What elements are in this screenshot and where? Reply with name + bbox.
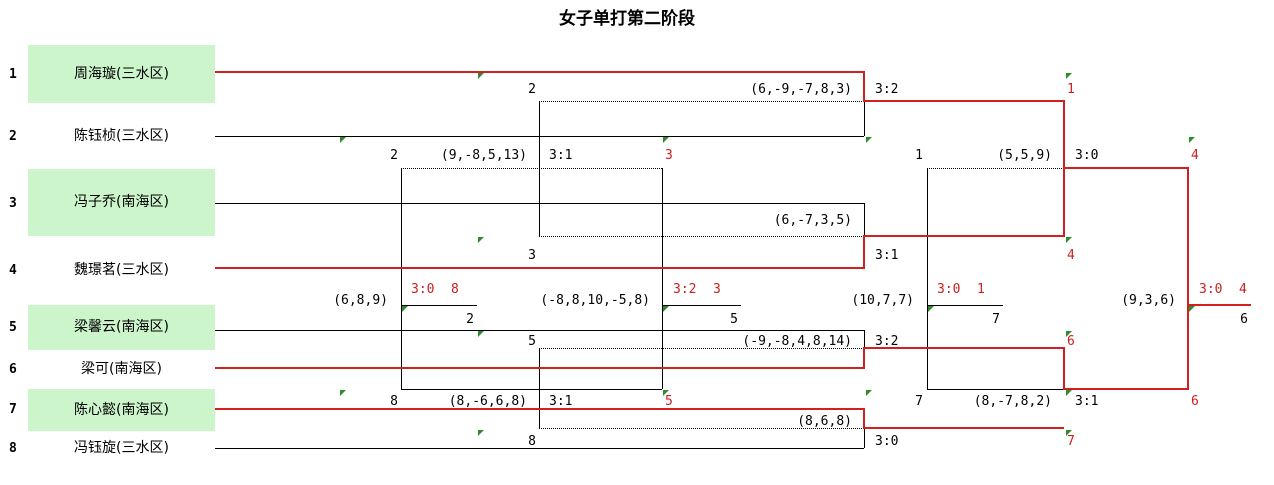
page-title: 女子单打第二阶段: [559, 9, 695, 29]
bracket-label: 3:0: [1075, 148, 1098, 163]
bracket-label: 8: [528, 434, 536, 449]
dotted-lines: [401, 101, 1064, 429]
bracket-label: (6,8,9): [333, 293, 388, 308]
bracket-label: 7: [915, 394, 923, 409]
bracket-label: (9,-8,5,13): [441, 148, 527, 163]
bracket-label: 2: [466, 312, 474, 327]
bracket-label: 6: [1067, 334, 1075, 349]
player-name: 冯子乔(南海区): [28, 169, 215, 236]
bracket-label: (8,-7,8,2): [974, 394, 1052, 409]
bracket-label: 3: [665, 148, 673, 163]
bracket-label: 5: [665, 394, 673, 409]
player-name: 魏璟茗(三水区): [74, 262, 169, 278]
bracket-label: 4: [1239, 282, 1247, 297]
bracket-label: 6: [1191, 394, 1199, 409]
bracket-label: 1: [977, 282, 985, 297]
marker-icons: [340, 73, 1195, 436]
seed-number: 3: [9, 196, 17, 211]
bracket-label: (-8,8,10,-5,8): [540, 293, 650, 308]
bracket-label: 7: [1067, 434, 1075, 449]
bracket-label: 7: [992, 312, 1000, 327]
bracket-label: 3:0: [937, 282, 960, 297]
player-name: 周海璇(三水区): [28, 45, 215, 103]
bracket-label: 2: [390, 148, 398, 163]
bracket-label: 3:2: [875, 334, 898, 349]
seed-number: 6: [9, 362, 17, 377]
bracket-label: 2: [528, 82, 536, 97]
player-name: 梁馨云(南海区): [28, 305, 215, 350]
bracket-label: 3: [713, 282, 721, 297]
seed-number: 7: [9, 402, 17, 417]
bracket-label: 8: [390, 394, 398, 409]
match-labels: 2 (6,-9,-7,8,3) 3:2 1 2 (9,-8,5,13) 3:1 …: [333, 82, 1248, 449]
bracket-label: (10,7,7): [851, 293, 914, 308]
bracket-label: 3:0: [875, 434, 898, 449]
bracket-label: 4: [1191, 148, 1199, 163]
bracket-label: 5: [528, 334, 536, 349]
bracket-label: (6,-9,-7,8,3): [750, 82, 852, 97]
bracket-label: 3:1: [549, 394, 572, 409]
bracket-label: 5: [730, 312, 738, 327]
bracket-label: 6: [1240, 312, 1248, 327]
bracket-label: (8,-6,6,8): [449, 394, 527, 409]
bracket-label: 3: [528, 248, 536, 263]
bracket-label: 3:2: [673, 282, 696, 297]
bracket-label: 8: [451, 282, 459, 297]
bracket-label: 3:2: [875, 82, 898, 97]
winner-paths: [215, 71, 1251, 429]
bracket-label: 4: [1067, 248, 1075, 263]
bracket-label: 1: [915, 148, 923, 163]
seed-number: 1: [9, 67, 17, 82]
bracket-label: (6,-7,3,5): [774, 213, 852, 228]
bracket-label: (8,6,8): [797, 414, 852, 429]
bracket-label: (5,5,9): [997, 148, 1052, 163]
bracket-label: (-9,-8,4,8,14): [742, 334, 852, 349]
bracket-label: (9,3,6): [1121, 293, 1176, 308]
bracket-label: 3:0: [411, 282, 434, 297]
seed-number: 8: [9, 441, 17, 456]
player-name: 梁可(南海区): [81, 361, 162, 377]
bracket-label: 3:1: [875, 248, 898, 263]
seed-number: 5: [9, 320, 17, 335]
bracket-label: 3:0: [1199, 282, 1222, 297]
seed-number: 4: [9, 263, 17, 278]
seed-number: 2: [9, 129, 17, 144]
player-name: 陈钰桢(三水区): [74, 128, 169, 144]
player-name: 冯钰旋(三水区): [74, 440, 169, 456]
bracket-label: 3:1: [549, 148, 572, 163]
player-name: 陈心懿(南海区): [28, 389, 215, 431]
bracket-label: 1: [1067, 82, 1075, 97]
bracket-label: 3:1: [1075, 394, 1098, 409]
